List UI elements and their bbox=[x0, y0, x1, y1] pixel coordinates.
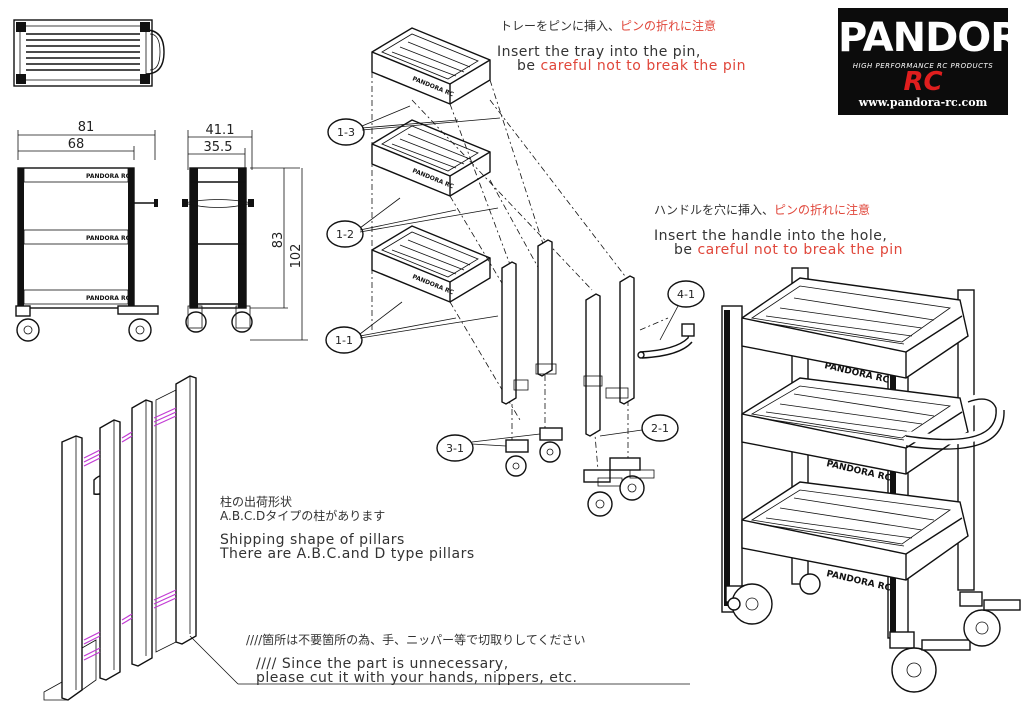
svg-text:4-1: 4-1 bbox=[677, 288, 695, 301]
tray-note: トレーをピンに挿入、ピンの折れに注意 Insert the tray into … bbox=[497, 18, 746, 74]
cart-top-view bbox=[13, 19, 165, 87]
tray-note-en-2b: careful not to break the pin bbox=[540, 58, 746, 74]
svg-text:トレーをピンに挿入、ピンの折れに注意: トレーをピンに挿入、ピンの折れに注意 bbox=[500, 18, 716, 33]
callout-tray-top: 1-3 bbox=[327, 105, 501, 146]
tray-low: PANDORA RC bbox=[371, 225, 491, 303]
svg-text:1-2: 1-2 bbox=[336, 228, 354, 241]
pillar-note: 柱の出荷形状 A.B.C.Dタイプの柱があります Shipping shape … bbox=[219, 494, 475, 562]
handle-note-jp-b: ピンの折れに注意 bbox=[774, 202, 870, 217]
callout-tray-mid: 1-2 bbox=[326, 197, 499, 248]
cart-front-view: 81 68 PANDORA RC PANDORA RC PANDORA RC bbox=[15, 120, 159, 342]
exploded-guide-lines bbox=[371, 72, 669, 471]
pillar-note-jp-2: A.B.C.Dタイプの柱があります bbox=[220, 508, 385, 523]
dim-height-outer: 102 bbox=[289, 244, 304, 269]
handle-note-en-2a: be bbox=[674, 242, 697, 258]
svg-text:3-1: 3-1 bbox=[446, 442, 464, 455]
cart-assembled: PANDORA RC PANDORA RC PANDORA RC bbox=[721, 267, 1021, 693]
logo-tagline: HIGH PERFORMANCE RC PRODUCTS bbox=[852, 62, 994, 70]
dim-depth-outer: 41.1 bbox=[206, 123, 235, 138]
casters-exploded bbox=[505, 427, 655, 517]
dim-height-inner: 83 bbox=[271, 232, 286, 249]
handle-note-en-2b: careful not to break the pin bbox=[697, 242, 903, 258]
cart-mark-front-2: PANDORA RC bbox=[86, 235, 131, 242]
svg-text:2-1: 2-1 bbox=[651, 422, 669, 435]
tray-note-en-1: Insert the tray into the pin, bbox=[497, 44, 701, 60]
tray-middle: PANDORA RC bbox=[371, 119, 491, 197]
logo-brand: PANDORA bbox=[838, 15, 1024, 61]
pillar-note-en-1: Shipping shape of pillars bbox=[220, 532, 405, 548]
cut-note-jp: ////箇所は不要箇所の為、手、ニッパー等で切取りしてください bbox=[246, 633, 585, 647]
svg-text:be careful not to break the pi: be careful not to break the pin bbox=[674, 242, 903, 258]
callout-handle: 4-1 bbox=[659, 280, 705, 341]
pillar-note-jp-1: 柱の出荷形状 bbox=[220, 494, 292, 509]
logo-url: www.pandora-rc.com bbox=[858, 96, 988, 109]
handle-exploded bbox=[637, 323, 695, 359]
tray-note-en-2a: be bbox=[517, 58, 540, 74]
callout-pillar: 2-1 bbox=[599, 414, 679, 442]
svg-text:1-1: 1-1 bbox=[335, 334, 353, 347]
handle-note: ハンドルを穴に挿入、ピンの折れに注意 Insert the handle int… bbox=[654, 202, 903, 258]
cart-side-view: 41.1 35.5 83 102 bbox=[182, 123, 308, 341]
pillars-exploded bbox=[501, 239, 635, 437]
cut-highlight bbox=[83, 407, 177, 661]
svg-text:be careful not to break the pi: be careful not to break the pin bbox=[517, 58, 746, 74]
cart-mark-front-3: PANDORA RC bbox=[86, 295, 131, 302]
brand-logo: PANDORA HIGH PERFORMANCE RC PRODUCTS RC … bbox=[838, 8, 1024, 115]
cut-note-en-2: please cut it with your hands, nippers, … bbox=[256, 670, 578, 686]
dim-width-inner: 68 bbox=[68, 137, 85, 152]
svg-text:1-3: 1-3 bbox=[337, 126, 355, 139]
handle-note-jp-a: ハンドルを穴に挿入、 bbox=[654, 202, 774, 217]
pillar-detail bbox=[43, 375, 690, 701]
cut-note-en-1: //// Since the part is unnecessary, bbox=[256, 656, 509, 672]
handle-note-en-1: Insert the handle into the hole, bbox=[654, 228, 887, 244]
tray-top: PANDORA RC bbox=[371, 27, 491, 105]
callout-caster: 3-1 bbox=[436, 433, 541, 462]
callout-tray-low: 1-1 bbox=[325, 301, 499, 354]
svg-text:ハンドルを穴に挿入、ピンの折れに注意: ハンドルを穴に挿入、ピンの折れに注意 bbox=[654, 202, 870, 217]
logo-sub: RC bbox=[903, 67, 943, 97]
tray-note-jp-b: ピンの折れに注意 bbox=[620, 18, 716, 33]
pillar-note-en-2: There are A.B.C.and D type pillars bbox=[219, 546, 475, 562]
tray-note-jp-a: トレーをピンに挿入、 bbox=[500, 19, 620, 33]
dim-depth-inner: 35.5 bbox=[204, 140, 233, 155]
cart-mark-front-1: PANDORA RC bbox=[86, 173, 131, 180]
cut-note: ////箇所は不要箇所の為、手、ニッパー等で切取りしてください //// Sin… bbox=[246, 633, 585, 686]
dim-width-outer: 81 bbox=[78, 120, 95, 135]
